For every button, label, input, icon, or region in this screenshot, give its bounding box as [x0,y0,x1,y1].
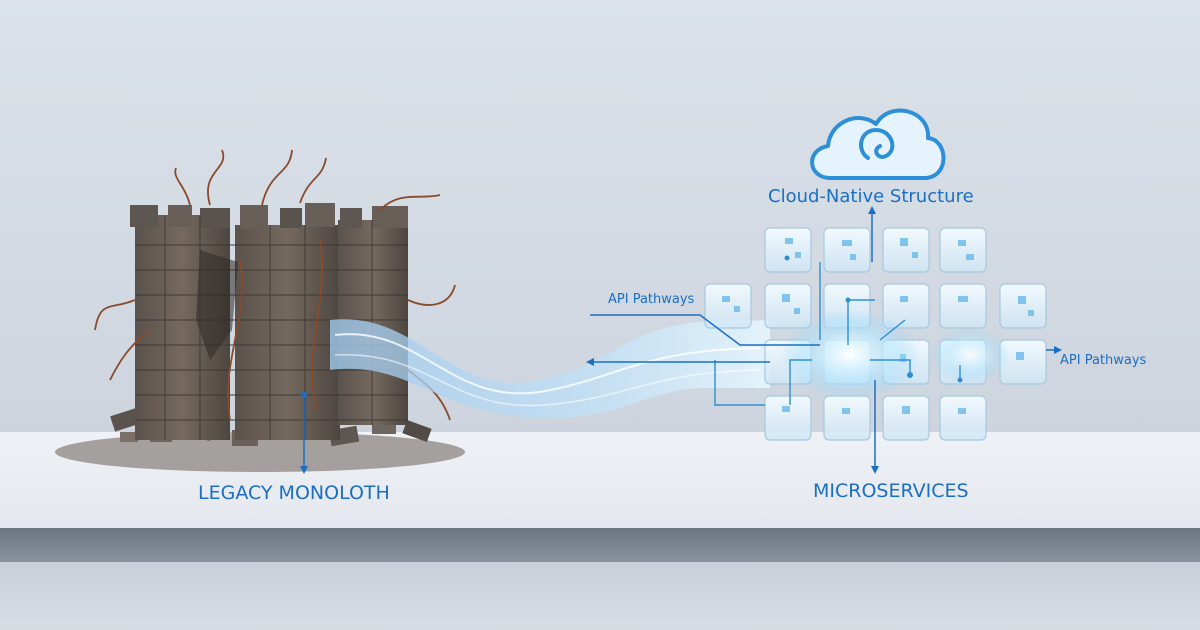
connector-arrowheads [586,206,1062,474]
floor-edge [0,528,1200,562]
legacy-castle [94,149,456,440]
api-pathways-left-label: API Pathways [608,292,695,307]
cloud-native-label: Cloud-Native Structure [768,186,974,207]
migration-flow [330,319,770,419]
microservices-grid [704,227,1047,441]
connector-lines [590,212,1058,470]
cloud-swirl-icon [810,108,946,180]
legacy-pointer [300,392,308,474]
api-pathways-right-label: API Pathways [1060,353,1147,368]
microservices-label: MICROSERVICES [813,480,969,502]
floor-shadow [0,562,1200,630]
legacy-monolith-label: LEGACY MONOLOTH [198,482,390,504]
